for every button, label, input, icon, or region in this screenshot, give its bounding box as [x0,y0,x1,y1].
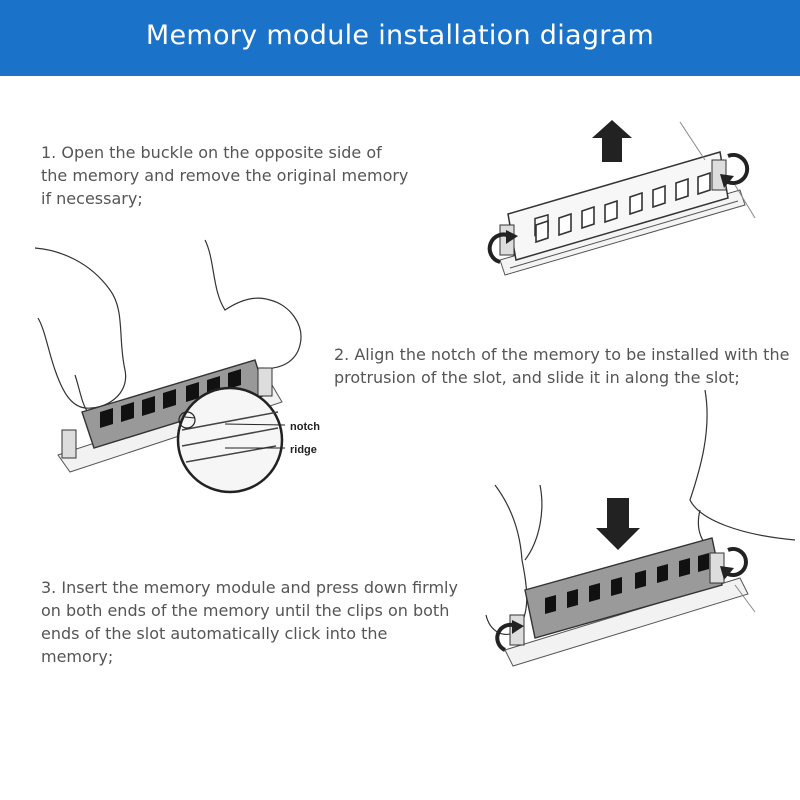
step-1-text: 1. Open the buckle on the opposite side … [41,143,409,208]
rotate-arrow-icon [727,153,750,185]
step-3-text: 3. Insert the memory module and press do… [41,578,458,666]
memory-chips-2 [100,369,241,428]
rotate-arrow-icon [495,622,517,652]
up-arrow-icon [592,120,632,162]
page-title: Memory module installation diagram [145,19,655,51]
left-hand [485,484,528,635]
step-2-text: 2. Align the notch of the memory to be i… [334,345,790,387]
left-hand [34,247,127,409]
memory-module [524,537,723,639]
down-arrow-icon [596,498,640,550]
notch-label: notch [290,421,320,433]
right-hand [689,389,796,541]
rotate-arrow-icon [487,232,511,264]
memory-chips-1 [535,171,711,244]
title-banner: Memory module installation diagram [0,0,800,76]
memory-chips-3 [545,553,709,614]
rotate-arrow-icon [727,547,748,577]
ridge-label: ridge [290,444,317,456]
magnifier-circle [176,386,284,494]
